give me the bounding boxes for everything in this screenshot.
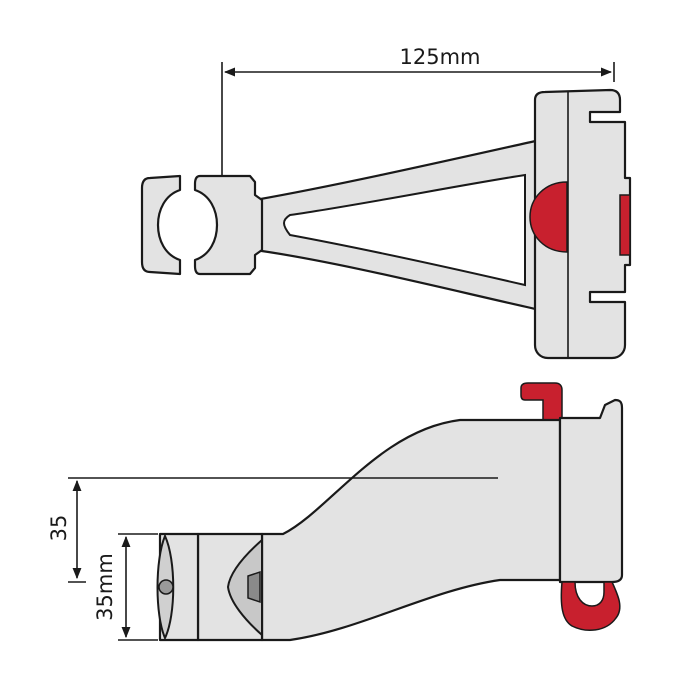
clamp-left-half [140,174,182,276]
screw-icon [158,579,174,595]
red-knob [529,181,568,253]
arm-cutout [283,173,526,287]
top-view: 125mm [140,45,632,360]
width-dimension-label: 125mm [400,45,481,69]
clamp-right-half [193,174,264,276]
red-bottom-hook [560,581,621,631]
head-block [558,398,624,584]
clamp-wedge [226,537,263,638]
bracket-body [260,418,562,642]
red-tab [619,194,631,256]
side-view: 35 35mm [47,382,624,642]
diameter-dimension-label: 35mm [93,553,117,621]
head-plate [533,88,632,360]
offset-dimension-label: 35 [47,515,71,542]
clamp-nut [247,570,261,604]
red-top-hook [520,382,563,421]
